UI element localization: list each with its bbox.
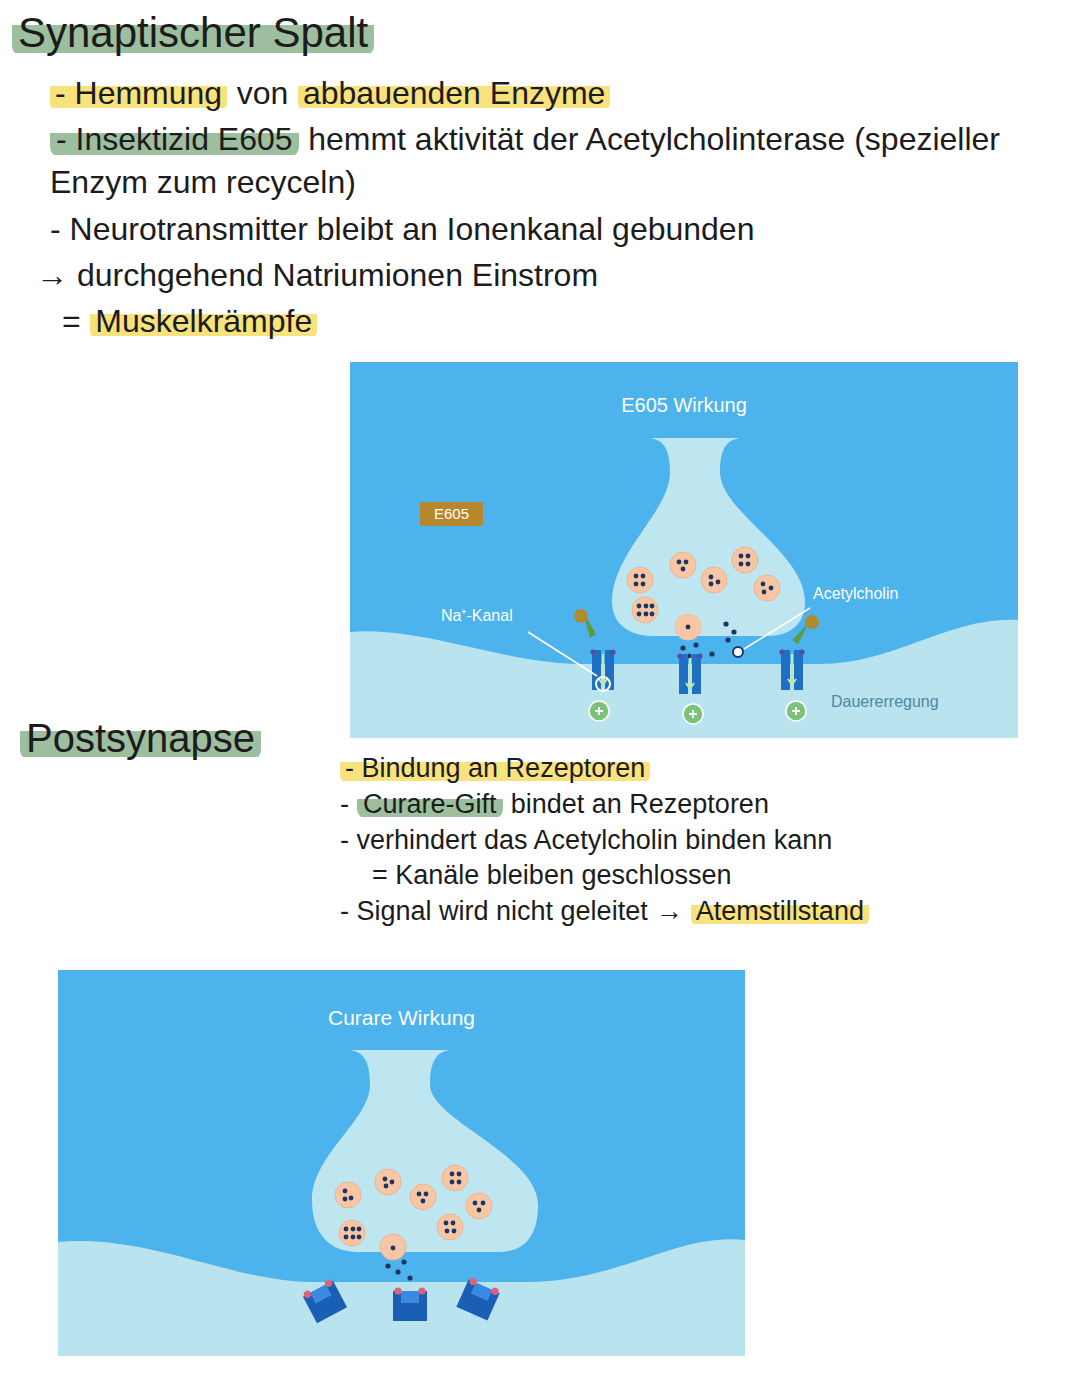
highlighted-text: abbauenden Enzyme: [298, 75, 610, 111]
highlighted-text: - Hemmung: [50, 75, 227, 111]
note-text: → durchgehend Natriumionen Einstrom: [36, 257, 598, 293]
section-heading: Synaptischer Spalt: [12, 6, 712, 61]
tag-text: E605: [434, 504, 469, 524]
part-label: Dauererregung: [831, 692, 939, 713]
note-text: - Neurotransmitter bleibt an Ionenkanal …: [50, 211, 754, 247]
note-line: - Hemmung vonabbauenden Enzyme: [50, 72, 1030, 115]
part-label: Acetylcholin: [813, 584, 898, 605]
note-text: - verhindert das Acetylcholin binden kan…: [340, 825, 832, 855]
highlighted-text: - Insektizid E605: [50, 121, 299, 157]
note-text: = Kanäle bleiben geschlossen: [372, 860, 732, 890]
note-line: - Bindung an Rezeptoren: [340, 752, 1060, 786]
note-line: - Neurotransmitter bleibt an Ionenkanal …: [50, 208, 1030, 251]
highlighted-text: Curare-Gift: [357, 789, 503, 819]
note-text: →: [656, 896, 683, 926]
panel-title: Curare Wirkung: [58, 1004, 745, 1031]
note-line: -Curare-Gift bindet an Rezeptoren: [340, 788, 1060, 822]
note-text: - Signal wird nicht geleitet: [340, 896, 648, 926]
panel-title: E605 Wirkung: [350, 392, 1018, 418]
highlighted-text: Postsynapse: [20, 716, 261, 760]
inhibitor-tag: E605: [420, 502, 483, 526]
note-text: bindet an Rezeptoren: [511, 789, 769, 819]
note-line: - verhindert das Acetylcholin binden kan…: [340, 824, 1060, 858]
highlighted-text: Muskelkrämpfe: [90, 303, 317, 339]
note-line: → durchgehend Natriumionen Einstrom: [36, 254, 1016, 297]
section-heading: Postsynapse: [20, 712, 330, 764]
e605-illustration: [350, 362, 1018, 738]
note-line: - Insektizid E605hemmt aktivität der Ace…: [50, 118, 1030, 204]
highlighted-text: Synaptischer Spalt: [12, 9, 374, 56]
note-line: =Muskelkrämpfe: [62, 300, 962, 343]
illustration-panel: Curare Wirkung: [58, 970, 745, 1356]
highlighted-text: - Bindung an Rezeptoren: [340, 753, 650, 783]
part-label: Na⁺-Kanal: [441, 606, 513, 627]
highlighted-text: Atemstillstand: [691, 896, 869, 926]
note-text: =: [62, 303, 81, 339]
note-line: - Signal wird nicht geleitet → Atemstillst…: [340, 895, 1070, 929]
note-text: von: [237, 75, 289, 111]
note-text: -: [340, 789, 349, 819]
illustration-panel: E605 WirkungNa⁺-Kanal AcetylcholinDauerer…: [350, 362, 1018, 738]
note-line: = Kanäle bleiben geschlossen: [372, 859, 1072, 893]
